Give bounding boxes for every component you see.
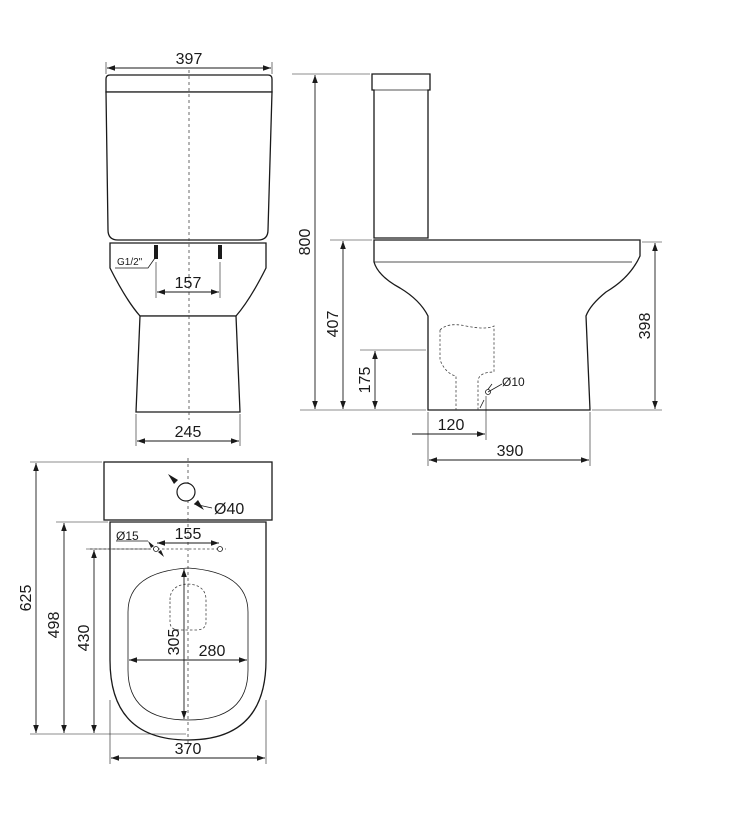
dim-o10: Ø10 [502, 375, 525, 389]
dim-800: 800 [297, 229, 314, 256]
dim-o40: Ø40 [214, 501, 244, 518]
dim-120: 120 [438, 417, 465, 434]
inlet-marker-right [218, 245, 222, 259]
side-tank [371, 73, 431, 239]
dim-245: 245 [175, 424, 202, 441]
top-outlet-dashed [169, 583, 207, 631]
flush-leader [193, 503, 213, 509]
dim-o15: Ø15 [116, 529, 139, 543]
dim-157: 157 [175, 275, 202, 292]
side-view: Ø10 800 407 175 398 120 390 [292, 73, 662, 466]
side-pan [373, 239, 641, 411]
side-outlet-leader [487, 383, 503, 393]
flush-arrow-1 [168, 474, 178, 484]
fixing-hole-left [153, 546, 159, 552]
inlet-marker-left [154, 245, 158, 259]
dim-430: 430 [76, 625, 93, 652]
top-view: Ø40 Ø15 155 305 280 625 498 430 [18, 458, 273, 764]
dim-390: 390 [497, 443, 524, 460]
dim-397: 397 [176, 51, 203, 68]
dim-280: 280 [199, 643, 226, 660]
flush-hole [176, 482, 196, 502]
inlet-label-leader [115, 257, 156, 269]
inlet-label: G1/2" [117, 257, 143, 268]
side-outlet-dashed [439, 324, 495, 410]
dim-175: 175 [357, 367, 374, 394]
dim-370: 370 [175, 741, 202, 758]
dim-498: 498 [46, 612, 63, 639]
dim-398: 398 [637, 313, 654, 340]
pedestal [135, 315, 241, 413]
top-pan-outline [109, 521, 267, 741]
top-seat-outer [127, 567, 249, 721]
fixing-hole-right [217, 546, 223, 552]
dim-407: 407 [325, 311, 342, 338]
fixing-arrow-1 [148, 541, 154, 548]
dim-625: 625 [18, 585, 35, 612]
dim-305: 305 [166, 629, 183, 656]
front-view: G1/2" 397 157 245 [105, 51, 273, 446]
dim-155: 155 [175, 526, 202, 543]
fixing-arrow-2 [158, 550, 164, 557]
